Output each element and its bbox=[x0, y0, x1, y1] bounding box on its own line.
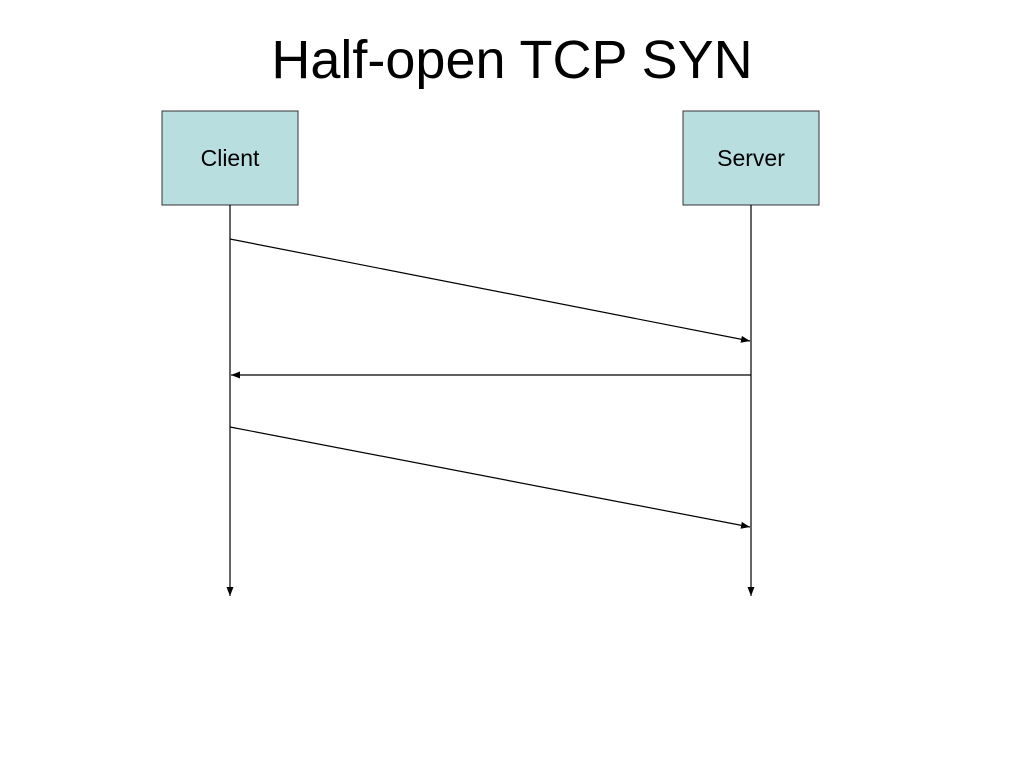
participant-client-label: Client bbox=[201, 145, 260, 171]
participant-server: Server bbox=[682, 110, 820, 206]
participant-client-box bbox=[161, 110, 299, 206]
message-arrow-3 bbox=[229, 426, 751, 529]
participant-client: Client bbox=[161, 110, 299, 206]
participant-server-label: Server bbox=[717, 145, 785, 171]
participant-server-box bbox=[682, 110, 820, 206]
message-arrow-1 bbox=[229, 238, 751, 343]
slide-title: Half-open TCP SYN bbox=[271, 30, 753, 90]
